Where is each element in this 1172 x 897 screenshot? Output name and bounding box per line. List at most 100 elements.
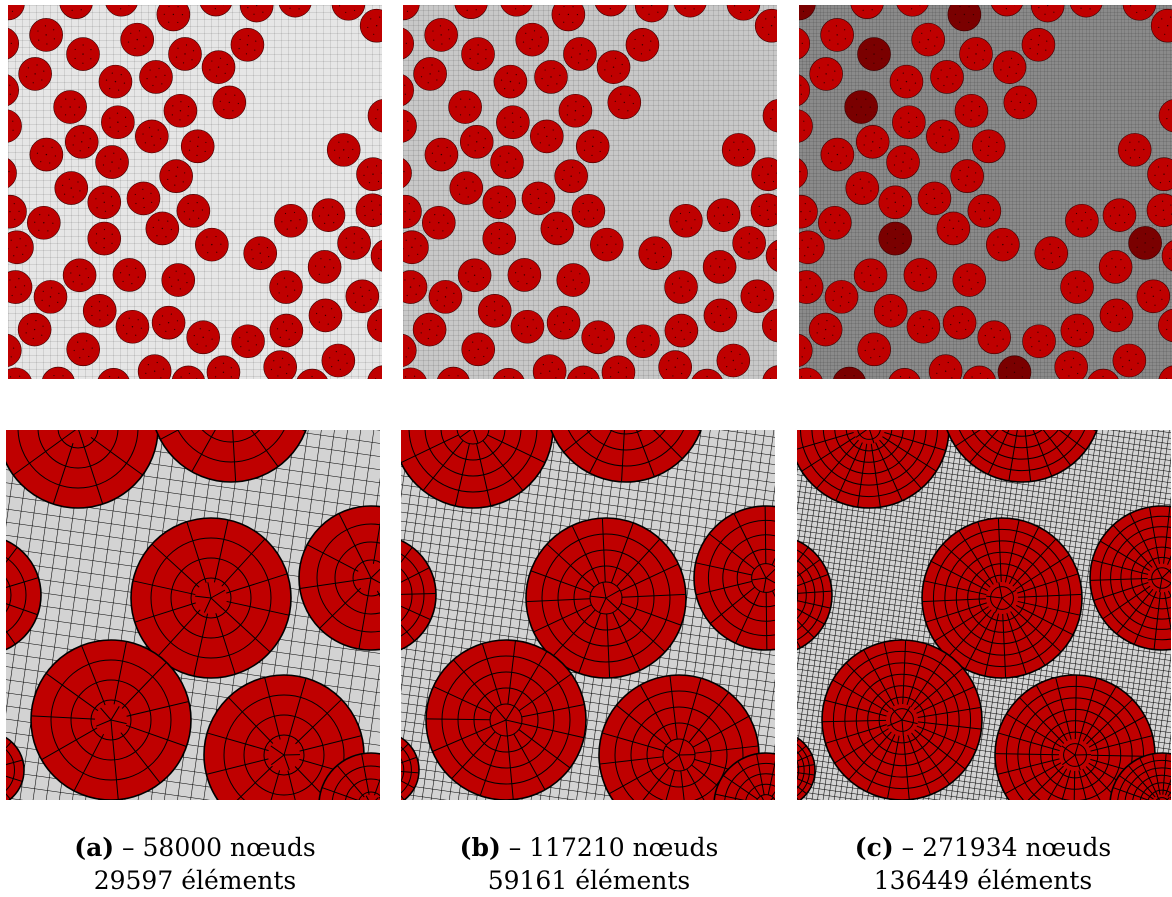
caption-c: (c) – 271934 nœuds 136449 éléments: [788, 831, 1172, 897]
fiber-mesh-node: [502, 305, 503, 306]
fiber-mesh-node: [125, 126, 126, 127]
fiber-mesh-node: [988, 146, 989, 147]
fiber-mesh-node: [1134, 149, 1135, 150]
fiber-mesh-node: [559, 14, 560, 15]
fiber-mesh-node: [145, 37, 146, 38]
fiber-mesh-node: [1014, 109, 1015, 110]
fiber-mesh-node: [50, 296, 51, 297]
fiber-mesh-node: [137, 39, 138, 40]
fiber-mesh-node: [334, 150, 335, 151]
fiber-mesh-node: [620, 93, 621, 94]
fiber-mesh-node: [579, 273, 580, 274]
fiber-mesh-node: [685, 220, 686, 221]
fiber-mesh-node: [723, 323, 724, 324]
fiber-mesh-node: [1083, 281, 1084, 282]
fiber-mesh-node: [485, 138, 486, 139]
fiber-mesh-node: [112, 73, 113, 74]
fiber-mesh-node: [154, 371, 155, 372]
fiber-mesh-node: [287, 228, 288, 229]
fiber-mesh-node: [197, 146, 198, 147]
fiber-mesh-node: [280, 337, 281, 338]
fiber-mesh-node: [83, 132, 84, 133]
fiber-mesh-node: [770, 329, 771, 330]
fiber-mesh-node: [662, 247, 663, 248]
fiber-mesh-node: [247, 44, 248, 45]
caption-b-label: (b): [460, 833, 501, 862]
fiber-mesh-node: [678, 321, 679, 322]
fiber-mesh-node: [682, 228, 683, 229]
fiber-mesh-node: [12, 11, 13, 12]
fiber-mesh-node: [135, 268, 136, 269]
fiber-mesh-node: [825, 73, 826, 74]
fiber-mesh-node: [35, 320, 36, 321]
fiber-mesh-node: [18, 211, 19, 212]
fiber-mesh-node: [968, 6, 969, 7]
fiber-mesh-node: [1038, 341, 1039, 342]
zoom-mesh-c: [797, 430, 1171, 800]
fiber-mesh-node: [1040, 350, 1041, 351]
fiber-mesh-node: [917, 266, 918, 267]
fiber-mesh-node: [409, 219, 410, 220]
fiber-mesh-node: [629, 95, 630, 96]
fiber-mesh-node: [13, 348, 14, 349]
caption-b-elements: 59161 éléments: [394, 864, 784, 897]
fiber-mesh-node: [860, 179, 861, 180]
fiber-mesh-node: [1037, 53, 1038, 54]
fiber-mesh-node: [238, 103, 239, 104]
fiber-mesh-node: [111, 196, 112, 197]
caption-b: (b) – 117210 nœuds 59161 éléments: [394, 831, 784, 897]
fiber-mesh-node: [429, 73, 430, 74]
fiber-mesh-node: [156, 235, 157, 236]
fiber-mesh-node: [231, 376, 232, 377]
fiber-mesh-node: [169, 170, 170, 171]
fiber-mesh-node: [663, 256, 664, 257]
fiber-mesh-node: [578, 62, 579, 63]
fiber-mesh-node: [574, 119, 575, 120]
fiber-mesh-node: [656, 262, 657, 263]
fiber-mesh-node: [363, 175, 364, 176]
fiber-mesh-node: [1111, 258, 1112, 259]
fiber-mesh-node: [481, 340, 482, 341]
fiber-mesh-node: [562, 221, 563, 222]
fiber-mesh-node: [749, 233, 750, 234]
fiber-mesh-node: [372, 174, 373, 175]
fiber-mesh-node: [109, 117, 110, 118]
fiber-mesh-node: [959, 322, 960, 323]
fiber-mesh-node: [575, 288, 576, 289]
fiber-mesh-node: [951, 377, 952, 378]
fiber-mesh-node: [70, 272, 71, 273]
fiber-mesh-node: [515, 8, 516, 9]
fiber-mesh-node: [1135, 354, 1136, 355]
fiber-mesh-node: [254, 50, 255, 51]
fiber-mesh-node: [240, 39, 241, 40]
fiber-mesh-node: [588, 210, 589, 211]
fiber-mesh-node: [90, 58, 91, 59]
fiber-mesh-node: [498, 247, 499, 248]
fiber-mesh-node: [540, 373, 541, 374]
fiber-mesh-node: [975, 172, 976, 173]
fiber-mesh-node: [684, 339, 685, 340]
fiber-mesh-node: [83, 44, 84, 45]
fiber-mesh-node: [909, 167, 910, 168]
fiber-mesh-node: [585, 141, 586, 142]
fiber-mesh-node: [537, 133, 538, 134]
fiber-mesh-node: [890, 301, 891, 302]
fiber-mesh-node: [430, 320, 431, 321]
fiber-mesh-node: [103, 193, 104, 194]
fiber-mesh-node: [775, 213, 776, 214]
fiber-mesh-node: [936, 142, 937, 143]
fiber-mesh-node: [549, 145, 550, 146]
fiber-mesh-node: [373, 34, 374, 35]
fiber-mesh-node: [149, 127, 150, 128]
fiber-mesh-node: [539, 207, 540, 208]
fiber-mesh-node: [942, 202, 943, 203]
fiber-mesh-node: [109, 376, 110, 377]
fiber-mesh-node: [945, 145, 946, 146]
fiber-mesh-node: [9, 211, 10, 212]
fiber-mesh-node: [417, 254, 418, 255]
fiber-mesh-node: [681, 330, 682, 331]
fiber-mesh-node: [338, 360, 339, 361]
fiber-mesh-node: [549, 371, 550, 372]
fiber-mesh-node: [289, 8, 290, 9]
full-mesh-a-svg: [8, 5, 382, 379]
